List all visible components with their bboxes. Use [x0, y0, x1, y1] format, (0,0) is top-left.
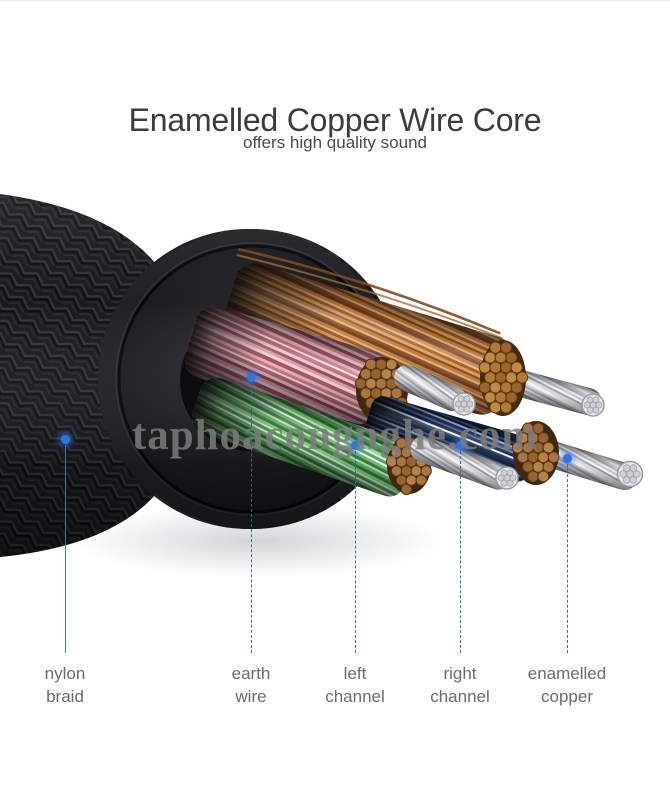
wire-bundle-pink [184, 306, 390, 424]
callout-dot [350, 441, 360, 450]
silver-face-upper-mid [452, 392, 476, 416]
callout-label: enamelled copper [527, 664, 607, 706]
callout-dot [562, 454, 572, 463]
watermark: taphoacongnghe.com [131, 412, 539, 459]
page-subtitle: offers high quality sound [243, 133, 427, 152]
wire-bundle-navy [364, 396, 536, 482]
wire-tips-copper [478, 340, 529, 416]
callout-label: earth wire [231, 664, 271, 706]
silver-face-bottom-right [616, 460, 644, 488]
callout-line [250, 383, 252, 653]
callout-label: left channel [325, 664, 385, 706]
callout-line [64, 445, 66, 653]
callout-label: right channel [430, 664, 490, 706]
wire-tips-navy [511, 421, 560, 485]
wire-bundle-green [191, 377, 415, 497]
callout-dot [60, 435, 70, 444]
callout-line [459, 451, 461, 653]
callout-label: nylon braid [44, 664, 86, 706]
silver-face-lower-mid [495, 466, 519, 490]
wire-bundle-silver-lower-mid [410, 436, 512, 490]
callout-dot [246, 373, 256, 382]
wire-bundle-copper [222, 248, 514, 415]
callout-line [354, 451, 356, 653]
wire-bundle-silver-upper-mid [394, 364, 466, 412]
cable-shadow [73, 505, 443, 577]
silver-face-top-right [581, 393, 605, 417]
page-title: Enamelled Copper Wire Core [128, 102, 542, 139]
callout-dot [455, 441, 465, 450]
callout-line [566, 464, 568, 653]
